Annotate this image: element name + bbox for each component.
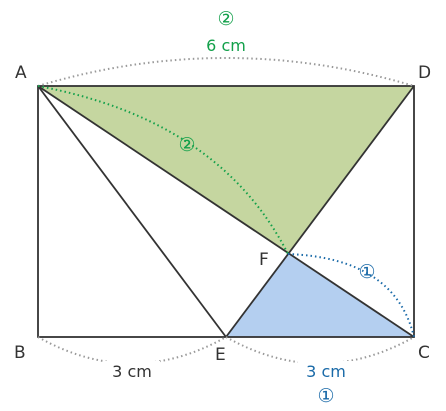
point-label-D: D bbox=[418, 63, 431, 83]
BE-length-label-bg bbox=[104, 361, 160, 381]
top-length-label: 6 cm bbox=[206, 36, 246, 55]
BE-length-label: 3 cm bbox=[112, 362, 152, 381]
EC-length-label: 3 cm bbox=[306, 362, 346, 381]
top-length-label-bg bbox=[196, 34, 256, 56]
ratio-top-label: ② bbox=[217, 8, 234, 30]
segment-DE bbox=[225, 85, 415, 338]
arc-FC-ratio bbox=[287, 253, 415, 338]
point-label-A: A bbox=[15, 63, 27, 83]
triangle-EFC-shaded bbox=[226, 254, 414, 337]
point-label-B: B bbox=[14, 343, 26, 363]
arc-AD-measure bbox=[37, 57, 415, 87]
arc-BE-measure bbox=[37, 336, 227, 365]
ratio-EC-label: ① bbox=[317, 385, 334, 407]
triangle-AFD-shaded bbox=[38, 86, 414, 254]
point-label-F: F bbox=[259, 250, 269, 270]
segment-AE bbox=[37, 85, 227, 338]
segment-AC bbox=[37, 85, 415, 338]
point-label-C: C bbox=[418, 343, 430, 363]
arc-EC-measure bbox=[225, 336, 415, 365]
EC-length-label-bg bbox=[298, 361, 354, 381]
ratio-AF-label: ② bbox=[178, 134, 195, 156]
ratio-FC-label: ① bbox=[358, 261, 375, 283]
point-label-E: E bbox=[215, 345, 226, 365]
